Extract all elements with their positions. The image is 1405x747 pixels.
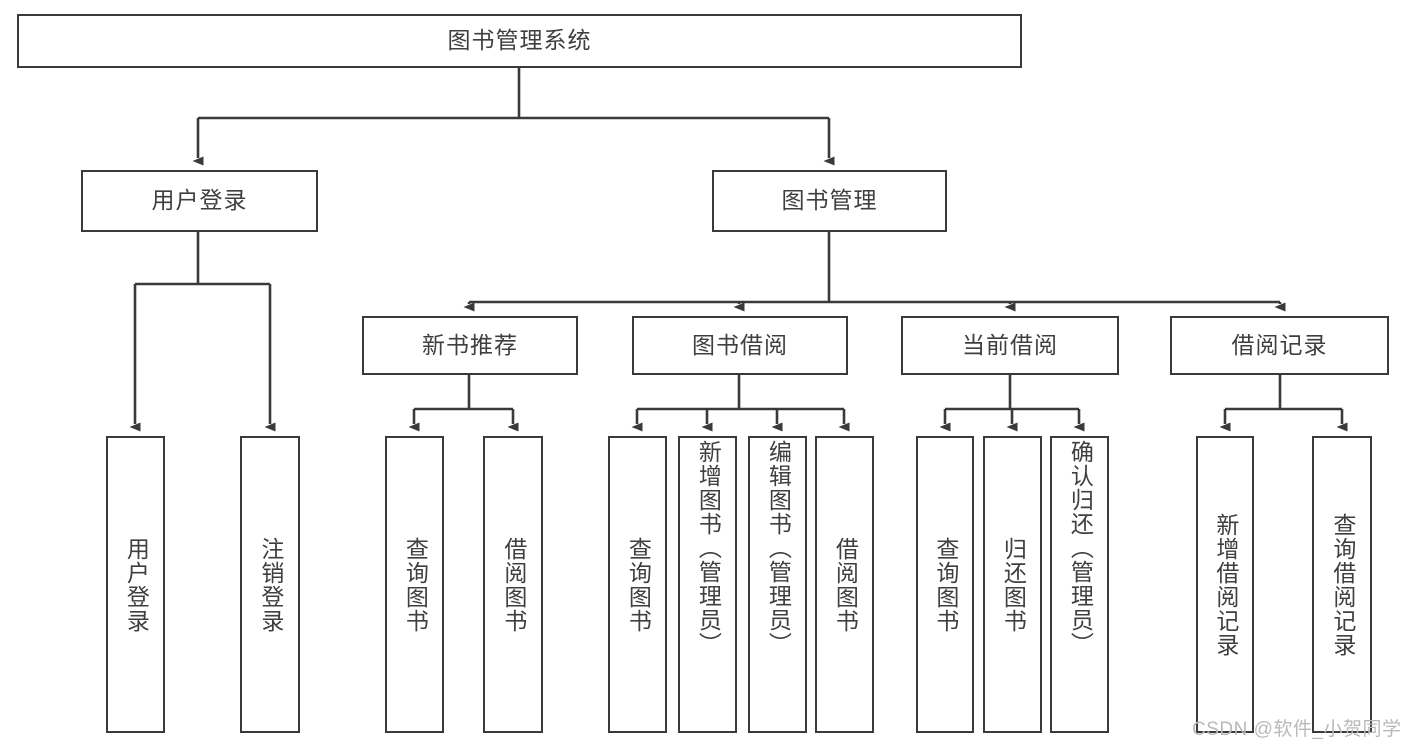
node-label: 查询图书 [932,536,959,633]
node-book-management[interactable]: 图书管理 [712,170,947,232]
node-label: 归还图书 [1000,536,1027,633]
node-label: 借阅图书 [500,536,527,633]
node-label: 用户登录 [151,187,248,214]
leaf-query-borrow-record[interactable]: 查询借阅记录 [1312,436,1372,733]
leaf-query-book-recommend[interactable]: 查询图书 [385,436,444,733]
node-label: 借阅图书 [832,536,859,633]
node-label: 图书管理系统 [447,27,592,54]
leaf-add-book-admin[interactable]: 新增图书（管理员） [678,436,737,733]
node-label: 当前借阅 [962,331,1058,358]
node-current-borrow[interactable]: 当前借阅 [901,316,1119,375]
leaf-query-book-borrow[interactable]: 查询图书 [608,436,667,733]
node-label: 新增图书（管理员） [695,440,722,656]
node-label: 查询借阅记录 [1329,512,1356,657]
node-label: 编辑图书（管理员） [765,440,792,656]
csdn-watermark: CSDN @软件_小贺同学 [1192,719,1402,740]
node-label: 查询图书 [625,536,652,633]
node-label: 图书管理 [781,187,878,214]
leaf-edit-book-admin[interactable]: 编辑图书（管理员） [748,436,807,733]
leaf-logout-login[interactable]: 注销登录 [240,436,300,733]
node-label: 注销登录 [257,536,284,633]
node-label: 确认归还（管理员） [1067,440,1094,656]
leaf-borrow-book-recommend[interactable]: 借阅图书 [483,436,543,733]
leaf-user-login[interactable]: 用户登录 [106,436,165,733]
node-label: 查询图书 [402,536,429,633]
node-label: 新增借阅记录 [1212,512,1239,657]
node-book-borrow[interactable]: 图书借阅 [632,316,848,375]
node-label: 图书借阅 [692,331,788,358]
node-root[interactable]: 图书管理系统 [17,14,1022,68]
leaf-add-borrow-record[interactable]: 新增借阅记录 [1196,436,1254,733]
leaf-confirm-return-admin[interactable]: 确认归还（管理员） [1050,436,1109,733]
leaf-return-book[interactable]: 归还图书 [983,436,1042,733]
leaf-borrow-book[interactable]: 借阅图书 [815,436,874,733]
leaf-query-book-current[interactable]: 查询图书 [916,436,974,733]
node-label: 用户登录 [123,536,150,633]
node-label: 新书推荐 [422,331,518,358]
node-new-book-recommend[interactable]: 新书推荐 [362,316,578,375]
node-label: 借阅记录 [1231,331,1328,358]
node-user-login[interactable]: 用户登录 [81,170,318,232]
node-borrow-record[interactable]: 借阅记录 [1170,316,1389,375]
